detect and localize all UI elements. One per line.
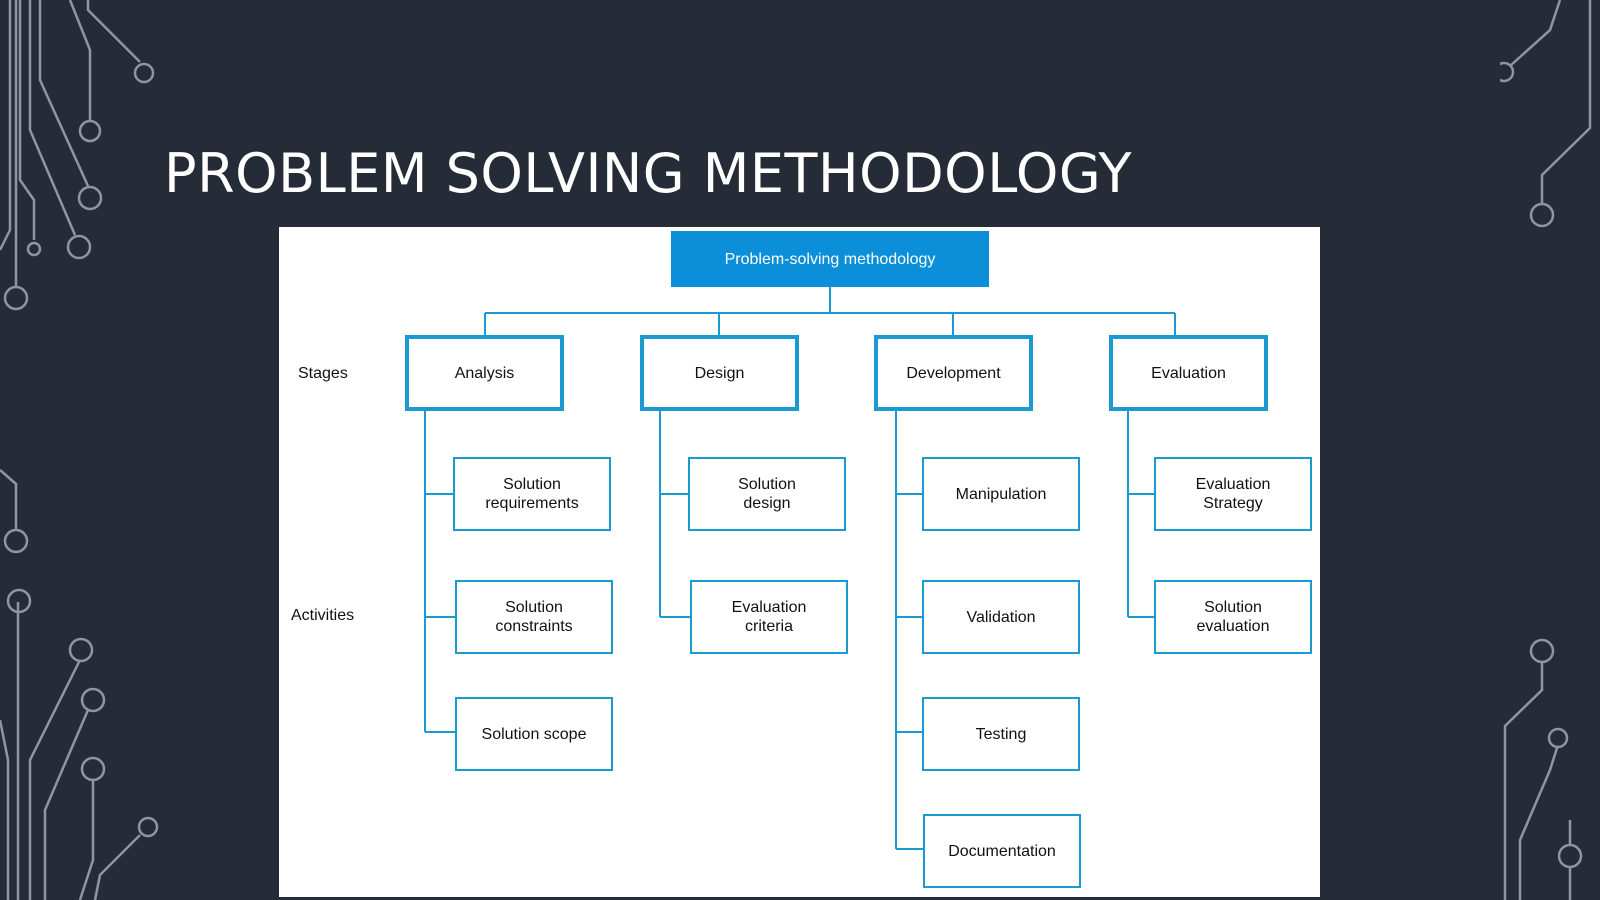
activity-solution-evaluation: Solution evaluation (1154, 580, 1312, 654)
stage-analysis: Analysis (405, 335, 564, 411)
circuit-decoration-left (0, 0, 159, 900)
root-node: Problem-solving methodology (671, 231, 989, 287)
stage-evaluation: Evaluation (1109, 335, 1268, 411)
activity-evaluation-criteria: Evaluation criteria (690, 580, 848, 654)
circuit-decoration-right (1500, 0, 1592, 900)
diagram-panel: Problem-solving methodology Stages Activ… (279, 227, 1320, 897)
stages-row-label: Stages (298, 365, 348, 382)
activity-solution-requirements: Solution requirements (453, 457, 611, 531)
stage-design: Design (640, 335, 799, 411)
activity-solution-design: Solution design (688, 457, 846, 531)
activity-solution-scope: Solution scope (455, 697, 613, 771)
activity-documentation: Documentation (923, 814, 1081, 888)
stage-development: Development (874, 335, 1033, 411)
connector-lines (424, 287, 1176, 850)
slide-title: PROBLEM SOLVING METHODOLOGY (164, 142, 1132, 205)
activities-row-label: Activities (291, 607, 355, 624)
activity-validation: Validation (922, 580, 1080, 654)
activity-manipulation: Manipulation (922, 457, 1080, 531)
activity-testing: Testing (922, 697, 1080, 771)
activity-evaluation-strategy: Evaluation Strategy (1154, 457, 1312, 531)
activity-solution-constraints: Solution constraints (455, 580, 613, 654)
